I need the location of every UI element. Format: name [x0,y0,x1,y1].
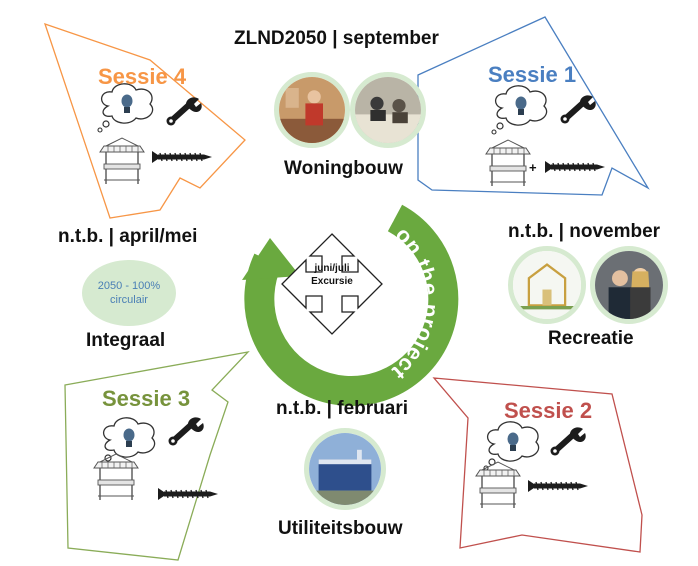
sessie-4-arrow [43,22,246,219]
wrench-icon [551,427,586,455]
sessie-1-icons [485,85,606,187]
recreatie-photo-2 [590,246,668,324]
circulair-badge-line2: circulair [110,294,148,306]
sessie-3-arrow [64,351,250,561]
sessie-1-arrow [417,16,650,196]
lightbulb-thought-icon [97,83,154,133]
sessie-2-icons [475,421,589,509]
woningbouw-label: Woningbouw [284,158,403,179]
screw-icon [527,479,589,493]
excursie-line1: juni/juli [314,263,350,274]
screw-icon [151,150,213,164]
sessie-1-label: Sessie 1 [488,62,577,87]
four-way-arrow-icon [281,233,383,335]
circulair-badge-line1: 2050 - 100% [97,280,161,292]
excursie-line2: Excursie [311,276,353,287]
market-stall-icon [93,453,139,501]
integraal-date: n.t.b. | april/mei [58,226,198,247]
sessie-4-label: Sessie 4 [98,64,187,89]
market-stall-icon [475,461,521,509]
utiliteitsbouw-photo [304,428,386,510]
circulair-badge: 2050 - 100% circulair [82,260,176,326]
excursie-label: juni/juli Excursie [292,262,372,288]
page-title: ZLND2050 | september [234,28,439,49]
screw-icon [157,487,219,501]
lightbulb-thought-icon [483,421,540,471]
recreatie-label: Recreatie [548,328,634,349]
wrench-icon [167,97,202,125]
lightbulb-thought-icon [491,85,548,135]
recreatie-photo-1 [508,246,586,324]
sessie-2-label: Sessie 2 [504,398,593,423]
wrench-icon [169,417,204,445]
plus-sign: + [529,160,537,175]
utiliteitsbouw-label: Utiliteitsbouw [278,518,403,539]
utiliteitsbouw-date: n.t.b. | februari [276,398,408,419]
woningbouw-photo-2 [350,72,426,148]
integraal-label: Integraal [86,330,166,351]
sessie-4-icons [97,83,213,185]
recreatie-date: n.t.b. | november [508,221,661,242]
sessie-2-arrow [432,377,643,553]
lightbulb-thought-icon [99,417,156,467]
woningbouw-photo-1 [274,72,350,148]
sessie-3-label: Sessie 3 [102,386,191,411]
wrench-icon [561,95,596,123]
market-stall-icon [99,137,145,185]
screw-icon [544,160,606,174]
market-stall-icon [485,139,531,187]
cycle-arrowhead-icon [242,238,300,280]
